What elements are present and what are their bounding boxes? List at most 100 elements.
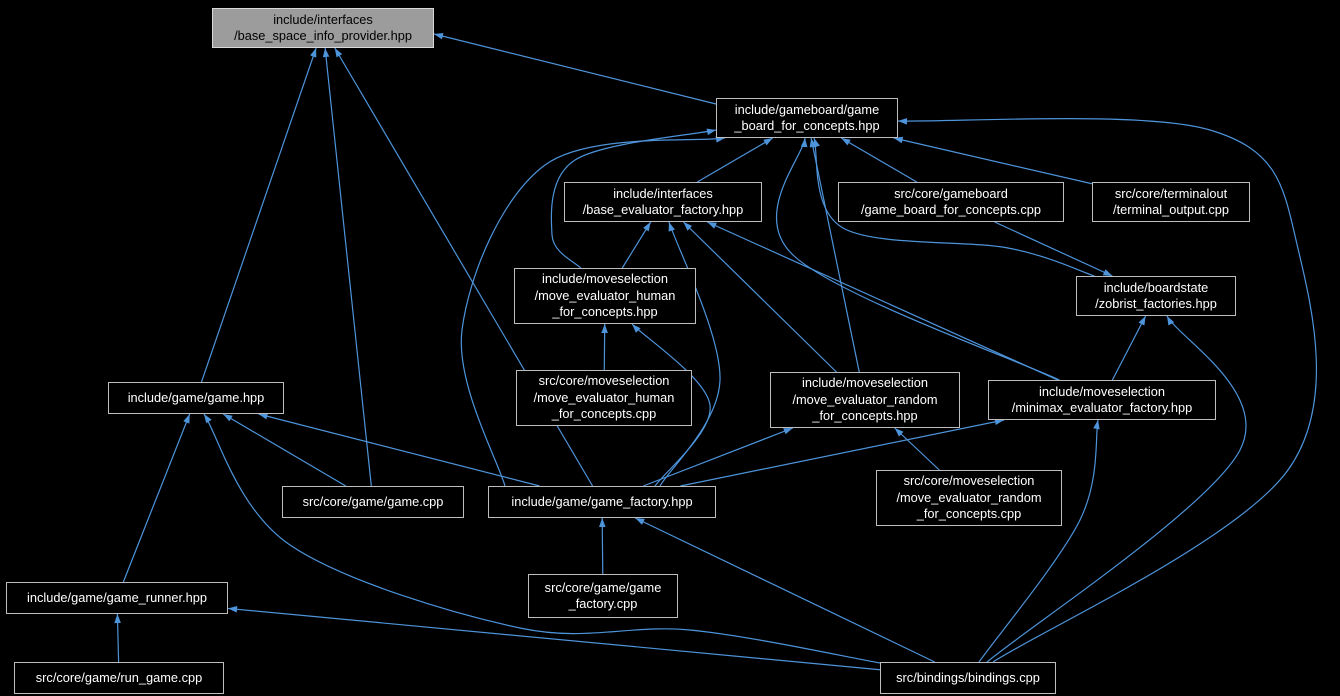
graph-node-game_board_hpp[interactable]: include/gameboard/game_board_for_concept… — [716, 98, 898, 138]
node-label-line: src/core/gameboard — [894, 185, 1008, 201]
edge-minimax_factory_hpp-to-zobrist_hpp — [1111, 315, 1147, 381]
node-label-line: include/moveselection — [542, 271, 668, 287]
node-label-line: _for_concepts.cpp — [551, 406, 657, 422]
node-label-line: include/game/game.hpp — [127, 389, 265, 405]
edge-random_eval_hpp-to-base_eval_factory — [682, 221, 837, 373]
arrowhead-icon — [994, 418, 1004, 425]
graph-node-zobrist_hpp[interactable]: include/boardstate/zobrist_factories.hpp — [1076, 276, 1236, 316]
graph-node-game_hpp[interactable]: include/game/game.hpp — [108, 382, 284, 414]
arrowhead-icon — [599, 518, 606, 527]
edge-game_factory_hpp-to-human_eval_hpp — [631, 323, 711, 487]
node-label-line: include/boardstate — [1103, 279, 1209, 295]
edge-bindings_cpp-to-zobrist_hpp — [986, 315, 1247, 663]
node-label-line: /minimax_evaluator_factory.hpp — [1011, 400, 1193, 415]
node-label-line: src/core/terminalout — [1114, 185, 1228, 201]
graph-node-game_factory_cpp[interactable]: src/core/game/game_factory.cpp — [528, 574, 678, 618]
graph-node-human_eval_cpp[interactable]: src/core/moveselection/move_evaluator_hu… — [516, 370, 692, 426]
node-label-line: /zobrist_factories.hpp — [1095, 296, 1217, 311]
node-label-line: include/game/game_runner.hpp — [27, 589, 207, 605]
edge-game_factory_cpp-to-game_factory_hpp — [601, 517, 604, 575]
arrowhead-icon — [800, 138, 808, 148]
graph-node-base_space_info: include/interfaces/base_space_info_provi… — [212, 8, 434, 48]
node-label-line: _for_concepts.hpp — [552, 304, 658, 320]
node-label-line: /move_evaluator_random — [792, 391, 938, 407]
edge-game_hpp-to-base_space_info — [200, 47, 317, 383]
graph-node-game_factory_hpp[interactable]: include/game/game_factory.hpp — [488, 486, 716, 518]
graph-node-human_eval_hpp[interactable]: include/moveselection/move_evaluator_hum… — [514, 268, 696, 324]
node-label-line: src/core/moveselection — [903, 473, 1035, 489]
graph-node-terminal_cpp[interactable]: src/core/terminalout/terminal_output.cpp — [1092, 182, 1250, 222]
arrowhead-icon — [632, 324, 641, 333]
arrowhead-icon — [643, 222, 651, 232]
arrowhead-icon — [683, 222, 693, 231]
edge-gameboard_cpp-to-zobrist_hpp — [994, 221, 1113, 277]
edge-terminal_cpp-to-game_board_hpp — [893, 137, 1093, 185]
node-label-line: /move_evaluator_random — [896, 489, 1042, 505]
node-label-line: include/moveselection — [1039, 383, 1165, 399]
node-label-line: _factory.cpp — [568, 596, 638, 611]
arrowhead-icon — [706, 128, 716, 136]
graph-node-random_eval_hpp[interactable]: include/moveselection/move_evaluator_ran… — [770, 372, 960, 428]
edge-bindings_cpp-to-minimax_factory_hpp — [978, 419, 1099, 663]
arrowhead-icon — [258, 413, 268, 420]
arrowhead-icon — [434, 33, 444, 40]
edge-game_factory_hpp-to-minimax_factory_hpp — [680, 419, 1005, 487]
edge-game_factory_hpp-to-base_eval_factory — [659, 221, 721, 487]
node-label-line: include/interfaces — [273, 11, 373, 27]
edge-gameboard_cpp-to-game_board_hpp — [840, 137, 918, 183]
arrowhead-icon — [1167, 316, 1175, 326]
arrowhead-icon — [809, 138, 817, 148]
arrowhead-icon — [783, 428, 793, 435]
edge-bindings_cpp-to-game_board_hpp — [897, 117, 1318, 663]
arrowhead-icon — [334, 48, 343, 58]
edge-game_board_hpp-to-base_space_info — [433, 33, 717, 105]
arrowhead-icon — [183, 414, 190, 424]
arrowhead-icon — [635, 518, 645, 525]
arrowhead-icon — [668, 222, 675, 232]
node-label-line: include/moveselection — [802, 375, 928, 391]
edge-bindings_cpp-to-game_factory_hpp — [635, 517, 935, 663]
edge-game_cpp-to-game_hpp — [222, 413, 347, 487]
node-label-line: src/core/moveselection — [538, 373, 670, 389]
edge-random_eval_hpp-to-game_board_hpp — [810, 137, 860, 373]
node-label-line: src/bindings/bindings.cpp — [896, 669, 1040, 685]
node-label-line: _for_concepts.hpp — [812, 408, 918, 424]
node-label-line: /terminal_output.cpp — [1113, 202, 1229, 217]
edge-random_eval_cpp-to-random_eval_hpp — [894, 427, 940, 471]
node-label-line: src/core/game/game.cpp — [302, 493, 444, 509]
edge-base_eval_factory-to-game_board_hpp — [696, 137, 774, 183]
node-label-line: include/game/game_factory.hpp — [511, 493, 693, 509]
node-label-line: _for_concepts.cpp — [916, 506, 1022, 522]
arrowhead-icon — [1102, 269, 1113, 276]
node-label-line: _board_for_concepts.hpp — [734, 118, 880, 133]
edge-game_factory_hpp-to-game_board_hpp — [460, 137, 726, 487]
arrowhead-icon — [322, 48, 330, 58]
arrowhead-icon — [893, 136, 904, 144]
graph-node-base_eval_factory[interactable]: include/interfaces/base_evaluator_factor… — [564, 182, 762, 222]
graph-node-minimax_factory_hpp[interactable]: include/moveselection/minimax_evaluator_… — [988, 380, 1216, 420]
edge-game_factory_hpp-to-random_eval_hpp — [643, 427, 794, 487]
graph-node-game_runner_hpp[interactable]: include/game/game_runner.hpp — [6, 582, 228, 614]
arrowhead-icon — [223, 414, 233, 422]
graph-node-random_eval_cpp[interactable]: src/core/moveselection/move_evaluator_ra… — [876, 470, 1062, 526]
node-label-line: /base_space_info_provider.hpp — [234, 28, 412, 43]
arrowhead-icon — [898, 118, 908, 125]
arrowhead-icon — [601, 324, 608, 333]
graph-node-game_cpp[interactable]: src/core/game/game.cpp — [282, 486, 464, 518]
edge-game_factory_hpp-to-game_hpp — [258, 413, 540, 487]
arrowhead-icon — [310, 48, 317, 58]
node-label-line: /base_evaluator_factory.hpp — [582, 202, 744, 217]
arrowhead-icon — [894, 428, 904, 437]
node-label-line: /game_board_for_concepts.cpp — [861, 202, 1041, 217]
arrowhead-icon — [707, 222, 717, 229]
arrowhead-icon — [228, 606, 238, 613]
graph-node-gameboard_cpp[interactable]: src/core/gameboard/game_board_for_concep… — [838, 182, 1064, 222]
node-label-line: /move_evaluator_human — [533, 389, 675, 405]
arrowhead-icon — [114, 614, 121, 624]
graph-node-run_game_cpp[interactable]: src/core/game/run_game.cpp — [14, 662, 224, 694]
arrowhead-icon — [841, 138, 851, 146]
graph-node-bindings_cpp[interactable]: src/bindings/bindings.cpp — [880, 662, 1056, 694]
